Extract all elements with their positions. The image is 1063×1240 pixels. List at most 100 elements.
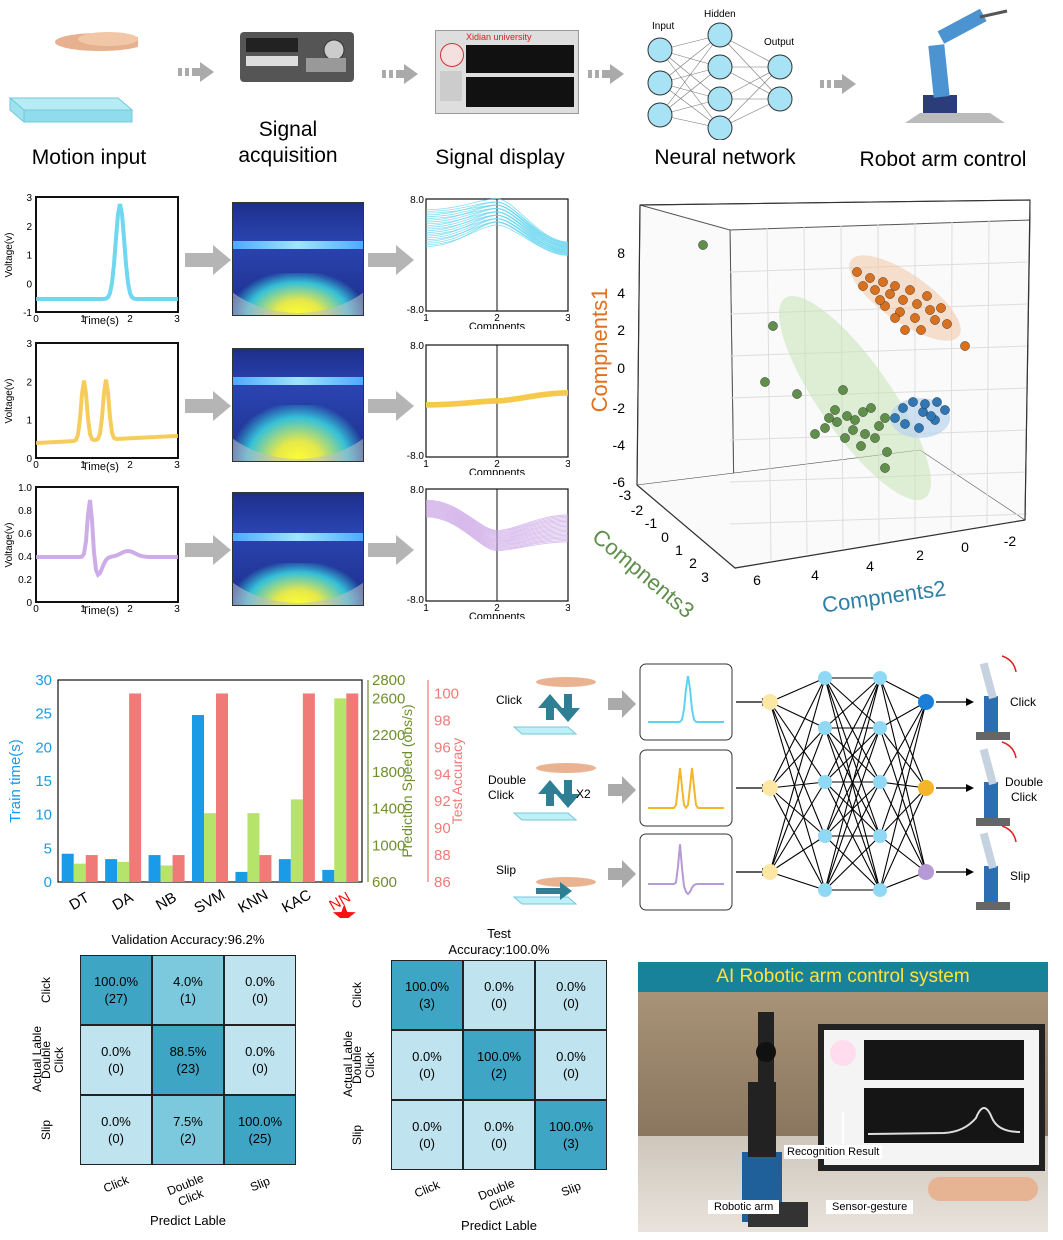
bar (247, 813, 260, 882)
data-point (840, 433, 850, 443)
down-arrow-icon (556, 780, 580, 808)
data-point (850, 415, 860, 425)
data-point (870, 285, 880, 295)
right-axis-tick: 90 (434, 820, 451, 837)
category-label: KAC (279, 886, 314, 916)
y-tick: -1 (645, 515, 658, 531)
flow-arrow (608, 776, 636, 804)
x-tick: 4 (866, 558, 874, 574)
signal-panel (639, 749, 733, 827)
stage-label: Neural network (654, 146, 796, 169)
middle-axis-tick: 600 (372, 874, 397, 891)
component-trace (425, 511, 569, 545)
cm-cell: 0.0% (0) (391, 1100, 463, 1170)
flow-arrow (368, 391, 414, 421)
recognition-result-label: Recognition Result (784, 1145, 883, 1159)
robot-arm-icon (984, 782, 998, 820)
y-tick: 0.8 (18, 506, 32, 517)
motion-arrow-icon (1001, 655, 1017, 673)
y-tick: 0 (26, 598, 32, 609)
flow-arrow (185, 391, 231, 421)
y-tick: 2 (26, 222, 32, 233)
cm-cell: 0.0% (0) (224, 1025, 296, 1095)
cm-cell: 0.0% (0) (80, 1095, 152, 1165)
component-trace (425, 501, 569, 533)
middle-axis-label: Prediction Speed (obs/s) (399, 704, 415, 857)
up-arrow-icon (538, 694, 562, 720)
x-tick: 1 (423, 459, 429, 470)
x-tick: 3 (174, 314, 180, 325)
left-axis-tick: 5 (44, 840, 52, 857)
left-axis-tick: 25 (35, 706, 52, 723)
cm-cell: 100.0% (27) (80, 955, 152, 1025)
bar (73, 863, 86, 882)
cm-title: Test Accuracy:100.0% (448, 926, 550, 957)
right-axis-tick: 96 (434, 739, 451, 756)
bar (278, 859, 291, 882)
component-trace (425, 211, 569, 251)
gesture-label: Slip (496, 863, 516, 877)
x-axis-label: Time(s) (82, 315, 119, 327)
screen-plot-bottom (466, 77, 574, 107)
highlight-star-icon (332, 904, 356, 918)
data-point (960, 341, 970, 351)
y-tick: 3 (701, 569, 709, 585)
component-trace (425, 198, 569, 243)
y-tick: -8.0 (407, 451, 425, 462)
output-label: Slip (1010, 869, 1030, 883)
y-axis-title: Actual Lable (341, 1030, 355, 1098)
cm-cell: 4.0% (1) (152, 955, 224, 1025)
signal-display-screen: Xidian university (435, 30, 579, 114)
down-arrow-icon (556, 694, 580, 722)
data-point (880, 413, 890, 423)
data-point (858, 407, 868, 417)
bar (172, 855, 185, 882)
component-trace (425, 510, 569, 544)
input-node (762, 864, 778, 880)
robot-arm-illustration (905, 8, 1008, 123)
component-trace (425, 503, 569, 535)
middle-axis-tick: 2800 (372, 672, 405, 689)
screen-plot-top (466, 45, 574, 73)
robotic-arm-label: Robotic arm (708, 1200, 780, 1214)
y-tick: 1 (26, 251, 32, 262)
data-point (922, 291, 932, 301)
data-point (914, 423, 924, 433)
y-tick: 0 (661, 529, 669, 545)
hidden-node (818, 775, 832, 789)
z-tick: 8 (617, 245, 625, 261)
spectrogram-energy (233, 405, 363, 461)
cm-cell: 0.0% (0) (391, 1030, 463, 1100)
source-meter-device (240, 32, 354, 82)
category-label: NB (153, 889, 180, 914)
hidden-node (818, 671, 832, 685)
z-tick: -2 (613, 400, 626, 416)
nn-node (767, 54, 793, 80)
motion-arrow-icon (1001, 825, 1017, 843)
data-point (880, 463, 890, 473)
data-point (940, 405, 950, 415)
input-node (762, 780, 778, 796)
nn-node (647, 102, 673, 128)
x-axis-label: Compnents2 (820, 576, 947, 618)
gesture-label: Double (488, 773, 526, 787)
bar (216, 693, 228, 882)
y-axis-label: Compnents3 (588, 524, 700, 620)
y-tick: 0.6 (18, 529, 32, 540)
component-trace (425, 499, 569, 531)
component-trace (425, 514, 569, 549)
output-label: Click (1010, 695, 1037, 709)
cm-cell: 7.5% (2) (152, 1095, 224, 1165)
component-trace (425, 516, 569, 552)
signal-trace (36, 499, 178, 578)
hidden-node (818, 883, 832, 897)
bar (322, 869, 335, 882)
flow-arrow (185, 245, 231, 275)
nn-layer-label: Output (764, 37, 794, 48)
recognition-pointer (842, 1112, 844, 1144)
y-tick: 2 (26, 377, 32, 388)
right-axis-tick: 92 (434, 793, 451, 810)
data-point (866, 403, 876, 413)
